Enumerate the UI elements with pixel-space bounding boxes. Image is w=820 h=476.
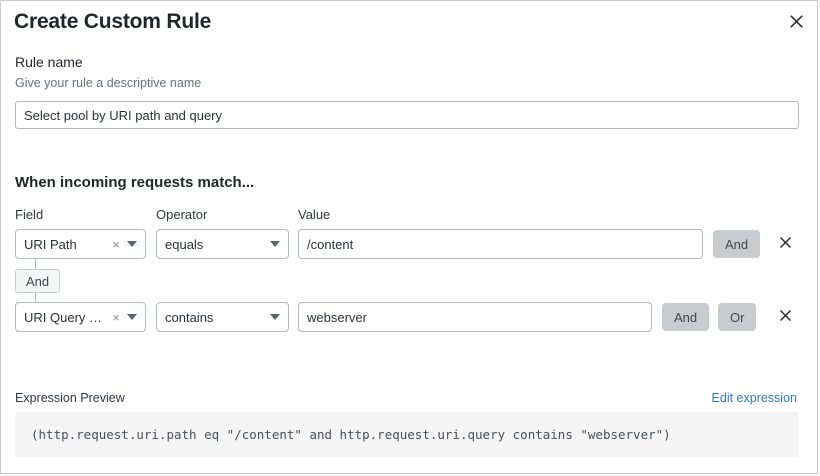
delete-condition-button-2[interactable] xyxy=(774,306,796,328)
operator-select-2[interactable]: contains xyxy=(156,302,289,332)
operator-select-1-value: equals xyxy=(165,236,204,252)
close-icon xyxy=(789,14,804,29)
add-or-condition-button-2[interactable]: Or xyxy=(718,303,757,331)
column-header-value: Value xyxy=(298,207,331,222)
clear-field-icon[interactable]: × xyxy=(112,309,120,325)
field-select-1[interactable]: URI Path × xyxy=(15,229,146,259)
field-select-2[interactable]: URI Query St... × xyxy=(15,302,146,332)
expression-preview-label: Expression Preview xyxy=(15,391,125,405)
connector-line-bottom xyxy=(35,293,36,302)
value-input-2[interactable] xyxy=(298,302,652,332)
operator-select-2-value: contains xyxy=(165,309,214,325)
close-icon xyxy=(779,236,792,252)
close-dialog-button[interactable] xyxy=(783,8,809,34)
chevron-down-icon xyxy=(266,241,288,247)
rule-name-help-text: Give your rule a descriptive name xyxy=(15,76,202,90)
add-and-condition-button-2[interactable]: And xyxy=(662,303,710,331)
connector-logic-button[interactable]: And xyxy=(15,269,61,293)
field-select-2-value: URI Query St... xyxy=(24,309,111,325)
field-select-1-value: URI Path xyxy=(24,236,77,252)
expression-preview-box: (http.request.uri.path eq "/content" and… xyxy=(15,412,799,457)
value-input-1[interactable] xyxy=(298,229,703,259)
operator-select-1[interactable]: equals xyxy=(156,229,289,259)
page-title: Create Custom Rule xyxy=(14,10,212,33)
condition-row: URI Path × equals And xyxy=(1,229,817,259)
match-section-heading: When incoming requests match... xyxy=(15,174,255,191)
expression-preview-code: (http.request.uri.path eq "/content" and… xyxy=(31,427,671,442)
chevron-down-icon xyxy=(123,241,145,247)
clear-field-icon[interactable]: × xyxy=(112,236,120,252)
chevron-down-icon xyxy=(266,314,288,320)
close-icon xyxy=(779,309,792,325)
column-header-operator: Operator xyxy=(156,207,208,222)
condition-connector: And xyxy=(15,259,135,303)
edit-expression-link[interactable]: Edit expression xyxy=(711,391,797,405)
connector-line-top xyxy=(35,259,36,269)
add-and-condition-button-1[interactable]: And xyxy=(713,230,761,258)
delete-condition-button-1[interactable] xyxy=(774,233,796,255)
condition-row: URI Query St... × contains And Or xyxy=(1,302,817,332)
rule-name-label: Rule name xyxy=(15,54,83,70)
rule-name-input[interactable] xyxy=(15,101,799,129)
chevron-down-icon xyxy=(123,314,145,320)
column-header-field: Field xyxy=(15,207,44,222)
